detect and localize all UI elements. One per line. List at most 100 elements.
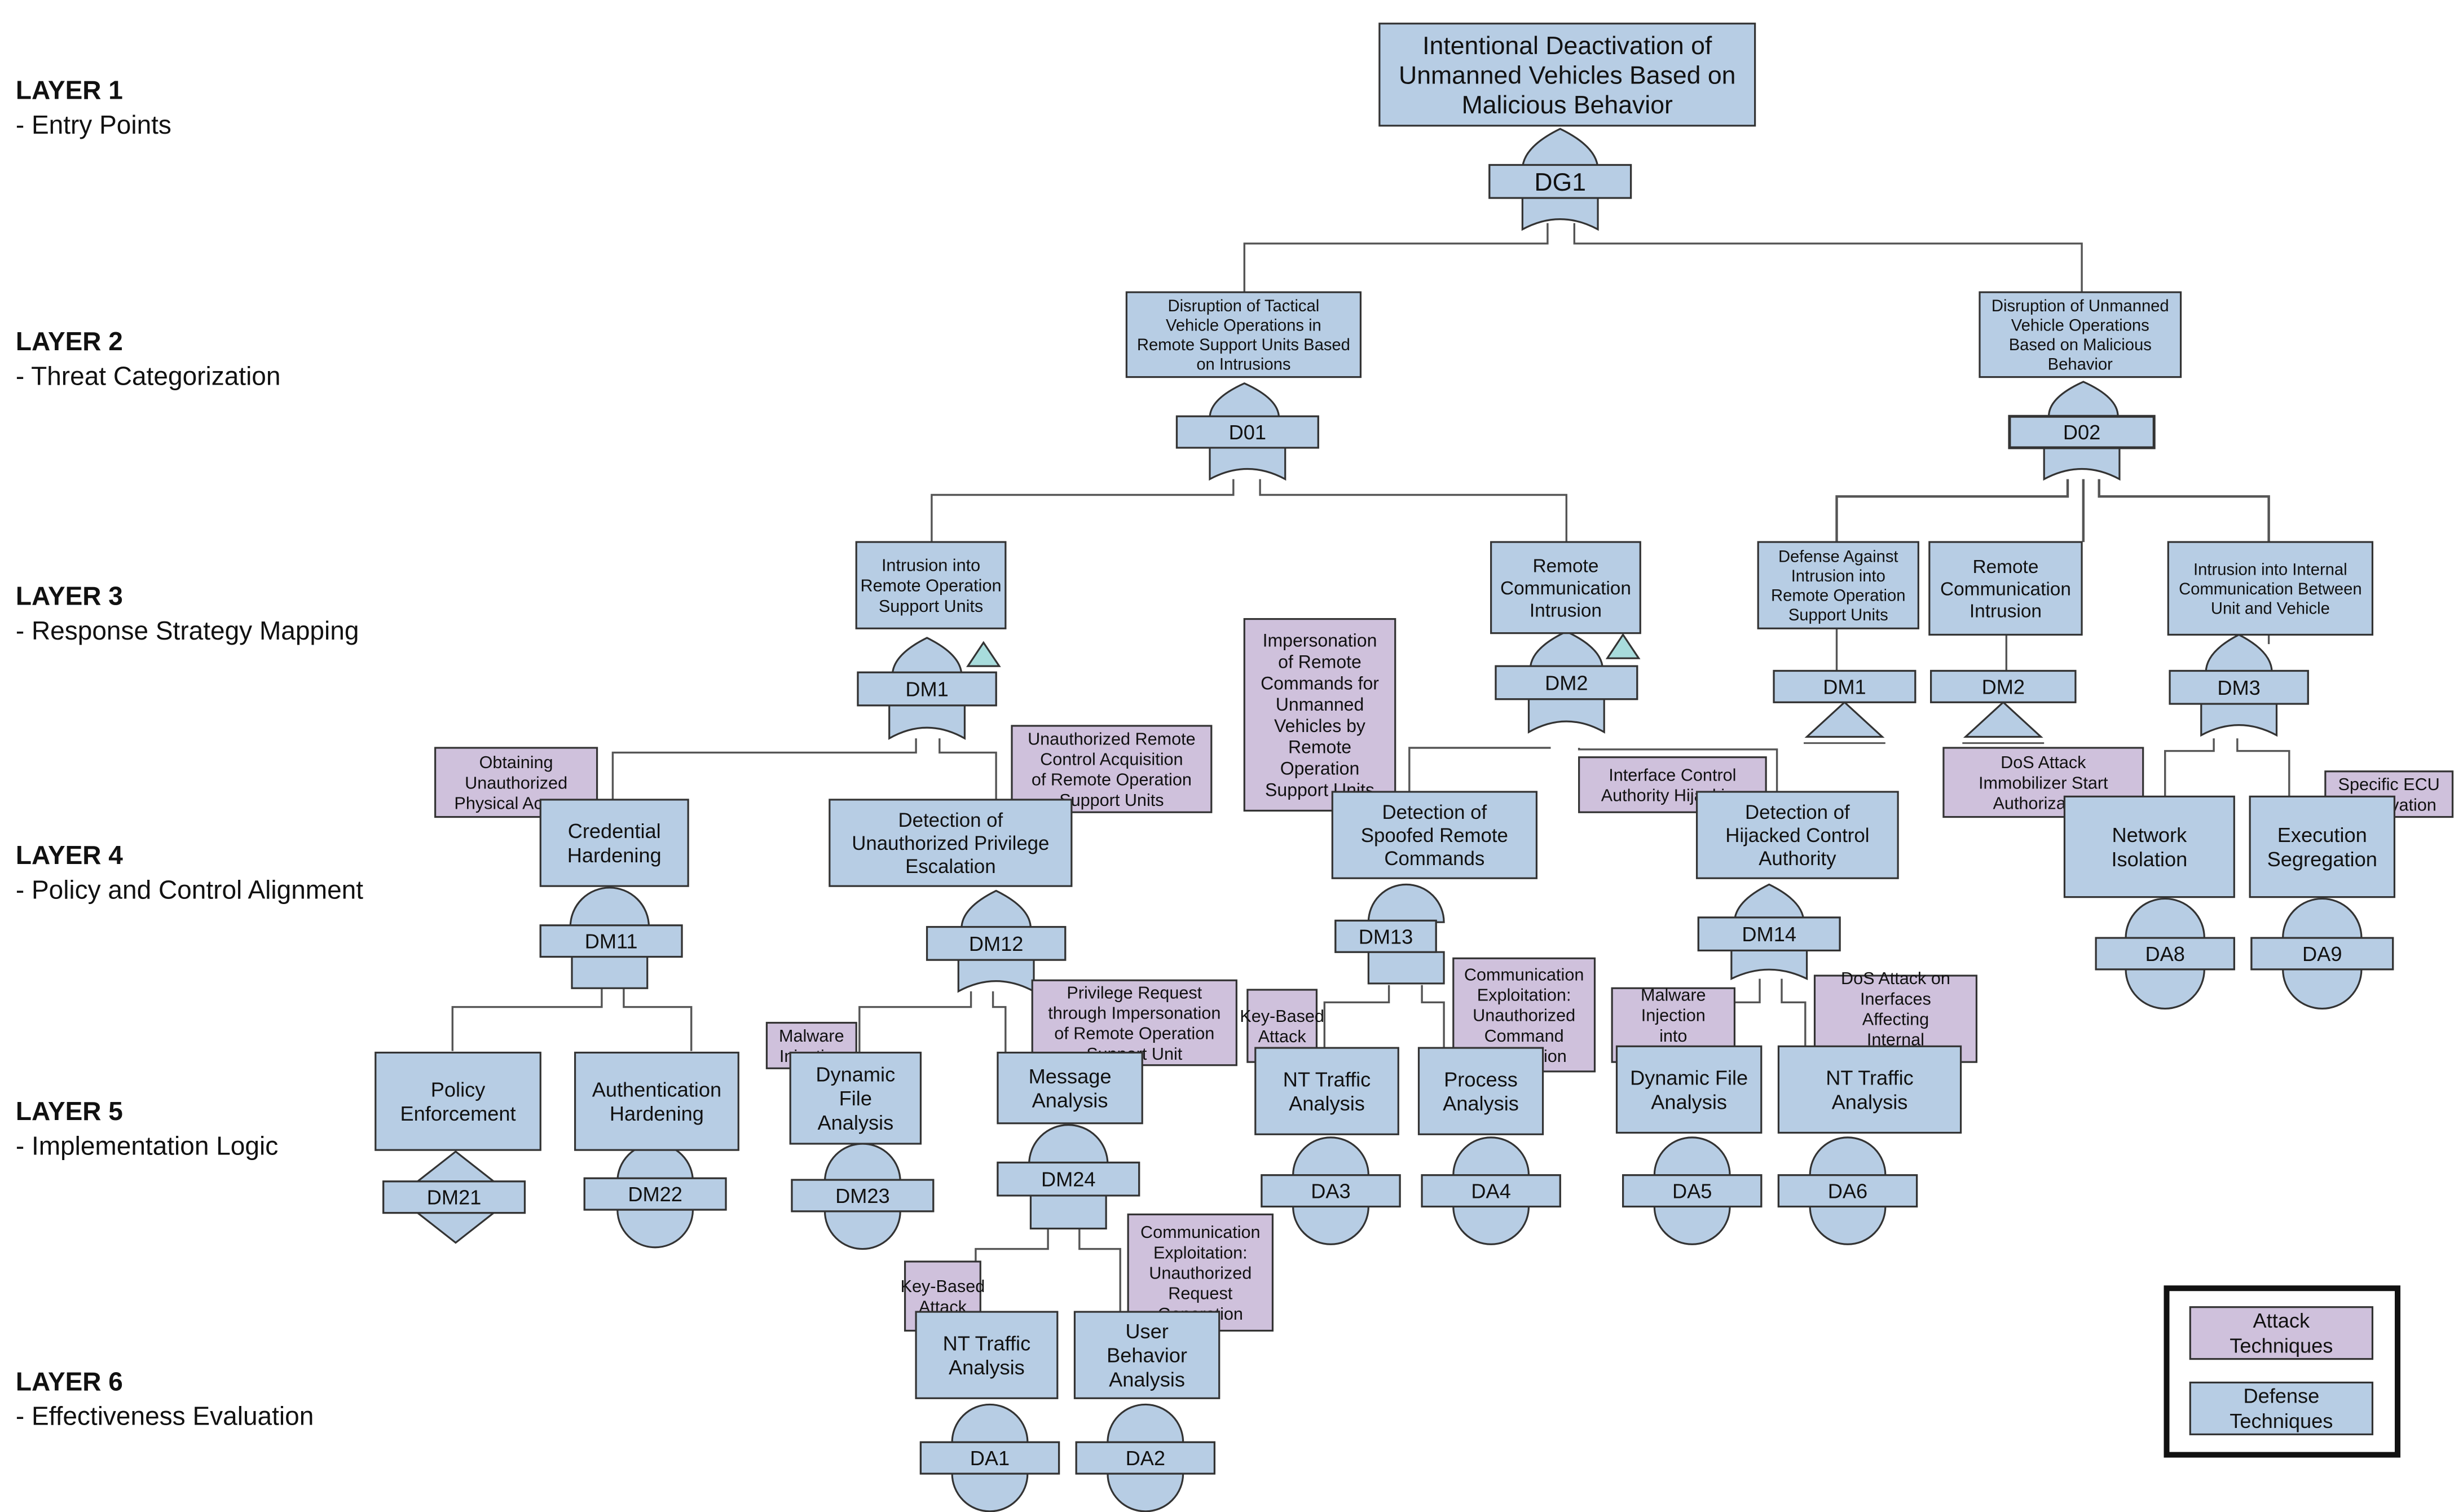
d01-gate-top [1209, 382, 1280, 419]
da8-label-box-label: DA8 [2145, 942, 2184, 966]
edge-d02-l3c [1835, 479, 2069, 543]
dg1-gate-bottom [1521, 197, 1599, 231]
layer-1-title: LAYER 1 [16, 75, 123, 104]
dm1-label-box: DM1 [857, 671, 997, 707]
dm12-label-box-label: DM12 [969, 932, 1024, 955]
da6-label-box-label: DA6 [1828, 1180, 1867, 1203]
edge-dg1-l2left [1243, 223, 1549, 293]
dg1-label-box: DG1 [1488, 164, 1632, 199]
layer-4-subtitle: - Policy and Control Alignment [16, 875, 363, 904]
da8-leaf-top [2125, 897, 2205, 939]
edge-d01-l3a [931, 479, 1235, 543]
dm2-gate-bottom [1527, 698, 1605, 734]
dm23-leaf-bottom [823, 1210, 901, 1250]
dm2-label-box-label: DM2 [1545, 671, 1588, 694]
da5-label-box-label: DA5 [1672, 1180, 1712, 1203]
dm14-gate-top [1733, 883, 1805, 923]
edge-dm13-nt [1323, 985, 1390, 1048]
dm12-gate-top [961, 889, 1032, 929]
da4-leaf-top [1452, 1136, 1530, 1176]
da9-label-box: DA9 [2250, 937, 2394, 971]
dm2-transfer-triangle [1605, 633, 1641, 659]
dm1-gate-top [891, 637, 963, 677]
da2-leaf-bottom [1107, 1473, 1184, 1512]
dm3-gate-bottom [2200, 703, 2278, 737]
dm1-transfer-triangle [966, 641, 1001, 667]
da4-leaf-bottom [1452, 1205, 1530, 1245]
edge-dm1-priv [939, 738, 997, 800]
dm13-label-box: DM13 [1334, 919, 1437, 953]
layer-3-subtitle: - Response Strategy Mapping [16, 616, 359, 645]
edge-dm3-exec [2236, 738, 2290, 797]
d01-label-box: D01 [1175, 415, 1319, 449]
edge-dm1-cred [611, 738, 917, 800]
edge-dm24-nt [975, 1228, 1049, 1312]
layer-5-subtitle: - Implementation Logic [16, 1131, 278, 1160]
dm2b-label-box: DM2 [1930, 669, 2077, 703]
da2-label-box: DA2 [1075, 1441, 1215, 1475]
da4-label-box-label: DA4 [1471, 1180, 1510, 1203]
edge-d02-l3e [2098, 479, 2270, 543]
da6-leaf-bottom [1809, 1205, 1887, 1245]
d01-gate-bottom [1209, 447, 1287, 481]
da1-leaf-top [951, 1403, 1029, 1443]
layer-6-subtitle: - Effectiveness Evaluation [16, 1401, 314, 1431]
edge-dm3-netiso [2164, 738, 2215, 797]
da1-leaf-bottom [951, 1473, 1029, 1512]
layer-6-title: LAYER 6 [16, 1366, 123, 1396]
d02-gate-bottom [2043, 447, 2121, 481]
edge-dm24-user [1078, 1228, 1121, 1312]
dm13-gate-bottom [1367, 951, 1445, 985]
edge-dm11-policy [451, 988, 603, 1051]
da2-leaf-top [1107, 1404, 1184, 1443]
dm1b-label-box: DM1 [1773, 669, 1917, 703]
edge-dg1-l2right [1573, 223, 2083, 293]
dm24-gate-top [1028, 1123, 1109, 1165]
dm24-label-box: DM24 [997, 1161, 1140, 1197]
layer-3-title: LAYER 3 [16, 581, 123, 610]
dm13-label-box-label: DM13 [1359, 925, 1413, 948]
da9-label-box-label: DA9 [2302, 942, 2342, 966]
dm14-label-box-label: DM14 [1742, 923, 1796, 946]
da3-label-box-label: DA3 [1311, 1180, 1350, 1203]
dm22-leaf-bottom [616, 1209, 694, 1248]
dm2b-label-box-label: DM2 [1982, 675, 2025, 698]
layer-2-subtitle: - Threat Categorization [16, 361, 281, 390]
edge-d01-l3b [1259, 479, 1568, 543]
dg1-gate-top [1521, 127, 1599, 171]
dm11-gate-bottom [571, 955, 649, 989]
dm1b-triangle [1804, 701, 1885, 738]
dm3-gate-top [2205, 633, 2273, 673]
dm1-gate-bottom [888, 704, 966, 740]
